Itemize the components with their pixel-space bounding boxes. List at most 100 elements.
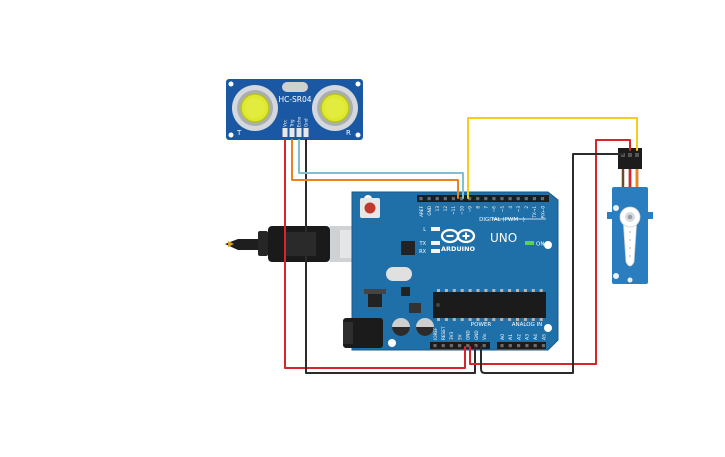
- analog-sockets: [500, 344, 546, 348]
- power-socket[interactable]: [449, 344, 453, 348]
- chip-pin: [452, 289, 456, 292]
- digital-pin-label: 7: [484, 206, 489, 209]
- chip-pin: [523, 318, 527, 321]
- servo-connector: [618, 148, 642, 169]
- power-socket[interactable]: [466, 344, 470, 348]
- sensor-pin[interactable]: [289, 128, 295, 137]
- digital-pin-label: 13: [435, 206, 440, 212]
- analog-pin-label: A1: [508, 334, 514, 340]
- power-socket[interactable]: [441, 344, 445, 348]
- power-pin-label: 5V: [457, 334, 462, 340]
- digital-header: [417, 195, 549, 202]
- digital-socket[interactable]: [484, 197, 488, 201]
- digital-socket[interactable]: [500, 197, 504, 201]
- chip-pin: [444, 289, 448, 292]
- wire-trig[interactable]: [291, 139, 459, 199]
- digital-pin-label: AREF: [419, 205, 424, 216]
- analog-socket[interactable]: [517, 344, 521, 348]
- power-socket[interactable]: [482, 344, 486, 348]
- analog-header: [497, 342, 546, 349]
- analog-socket[interactable]: [533, 344, 537, 348]
- digital-socket[interactable]: [516, 197, 520, 201]
- power-socket[interactable]: [458, 344, 462, 348]
- digital-socket[interactable]: [419, 197, 423, 201]
- chip-pin: [500, 318, 504, 321]
- power-socket[interactable]: [474, 344, 478, 348]
- power-label: POWER: [471, 322, 492, 328]
- sensor-label: HC-SR04: [278, 95, 311, 104]
- chip-pin: [523, 289, 527, 292]
- digital-socket[interactable]: [427, 197, 431, 201]
- digital-socket[interactable]: [476, 197, 480, 201]
- wire-servo-signal[interactable]: [467, 117, 638, 199]
- chip-pin: [539, 289, 543, 292]
- chip-pin: [437, 318, 440, 321]
- sensor-corner-left: T: [236, 129, 242, 137]
- wire-gnd[interactable]: [305, 139, 476, 374]
- brand-label: ARDUINO: [441, 245, 476, 253]
- onboard-leds: L TX RX ON: [419, 227, 544, 255]
- chip-pin: [500, 289, 504, 292]
- digital-socket[interactable]: [532, 197, 536, 201]
- sensor-pin[interactable]: [303, 128, 309, 137]
- atmega-chip: [433, 292, 546, 318]
- chip-pin: [531, 318, 535, 321]
- on-led: [525, 241, 534, 245]
- sensor-pin-label: Gnd: [304, 118, 309, 127]
- power-pin-label: Vin: [482, 333, 487, 340]
- chip-pin: [444, 318, 448, 321]
- digital-socket[interactable]: [492, 197, 496, 201]
- power-pin-label: RESET: [441, 326, 446, 340]
- analog-pin-label: A0: [500, 334, 506, 340]
- wire-servo-ground[interactable]: [480, 153, 624, 374]
- digital-label: DIGITAL (PWM~): [479, 217, 525, 223]
- power-pin-label: IOREF: [433, 327, 438, 340]
- analog-socket[interactable]: [508, 344, 512, 348]
- digital-socket[interactable]: [524, 197, 528, 201]
- crystal-oscillator: [386, 267, 412, 281]
- transducer-right: [312, 85, 358, 131]
- chip-pin: [476, 318, 480, 321]
- digital-socket[interactable]: [468, 197, 472, 201]
- analog-pin-label: A4: [533, 334, 539, 340]
- analog-socket[interactable]: [525, 344, 529, 348]
- digital-socket[interactable]: [459, 197, 464, 201]
- digital-pin-label: 2: [524, 206, 529, 209]
- capacitor-2: [416, 318, 434, 336]
- wire-vcc-5v[interactable]: [284, 139, 466, 369]
- arduino-logo: [440, 228, 476, 244]
- digital-pin-label: ~6: [492, 206, 497, 213]
- power-sockets: [433, 344, 486, 348]
- chip-pin: [468, 318, 472, 321]
- power-socket[interactable]: [433, 344, 437, 348]
- led-label-tx: TX: [419, 241, 427, 247]
- digital-socket[interactable]: [435, 197, 439, 201]
- sensor-pin[interactable]: [296, 128, 302, 137]
- chip-pin: [539, 318, 543, 321]
- voltage-regulator: [368, 293, 382, 307]
- digital-socket[interactable]: [451, 197, 455, 201]
- digital-pin-label: ~5: [500, 206, 505, 213]
- digital-pin-label: GND: [427, 206, 432, 216]
- wire-echo[interactable]: [298, 139, 464, 199]
- sensor-crystal: [282, 82, 308, 92]
- sensor-pins: [282, 128, 309, 137]
- power-pin-label: GND: [474, 330, 479, 340]
- wire-servo-power[interactable]: [469, 139, 631, 365]
- digital-socket[interactable]: [508, 197, 512, 201]
- servo-horn: [619, 206, 641, 267]
- digital-socket[interactable]: [443, 197, 447, 201]
- analog-socket[interactable]: [500, 344, 504, 348]
- transducer-left: [232, 85, 278, 131]
- digital-pin-label: 4: [508, 206, 513, 209]
- sensor-pin[interactable]: [282, 128, 288, 137]
- chip-pin: [468, 289, 472, 292]
- micro-servo: [607, 148, 653, 284]
- analog-socket[interactable]: [541, 344, 546, 348]
- digital-socket[interactable]: [540, 197, 545, 201]
